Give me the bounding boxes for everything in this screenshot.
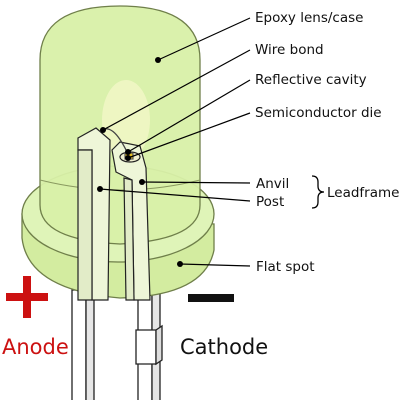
label-flat-spot: Flat spot [256,259,315,275]
plus-icon [6,276,48,318]
cathode-label: Cathode [180,335,268,359]
label-leadframe: Leadframe [327,185,399,201]
label-anvil: Anvil [256,176,289,192]
label-wire-bond: Wire bond [255,42,324,58]
cathode-lead [135,289,163,400]
leader-dots [97,57,183,267]
anode-lead [71,289,95,400]
label-epoxy: Epoxy lens/case [255,10,363,26]
anode-label: Anode [2,335,69,359]
label-reflective-cavity: Reflective cavity [255,72,367,88]
minus-icon [188,294,234,302]
label-semiconductor-die: Semiconductor die [255,105,382,121]
leader-lines [99,17,251,267]
leadframe-bracket [311,175,325,209]
leadframe-inner [77,127,151,301]
epoxy-lens [21,5,215,299]
leads [71,289,163,400]
label-post: Post [256,194,284,210]
